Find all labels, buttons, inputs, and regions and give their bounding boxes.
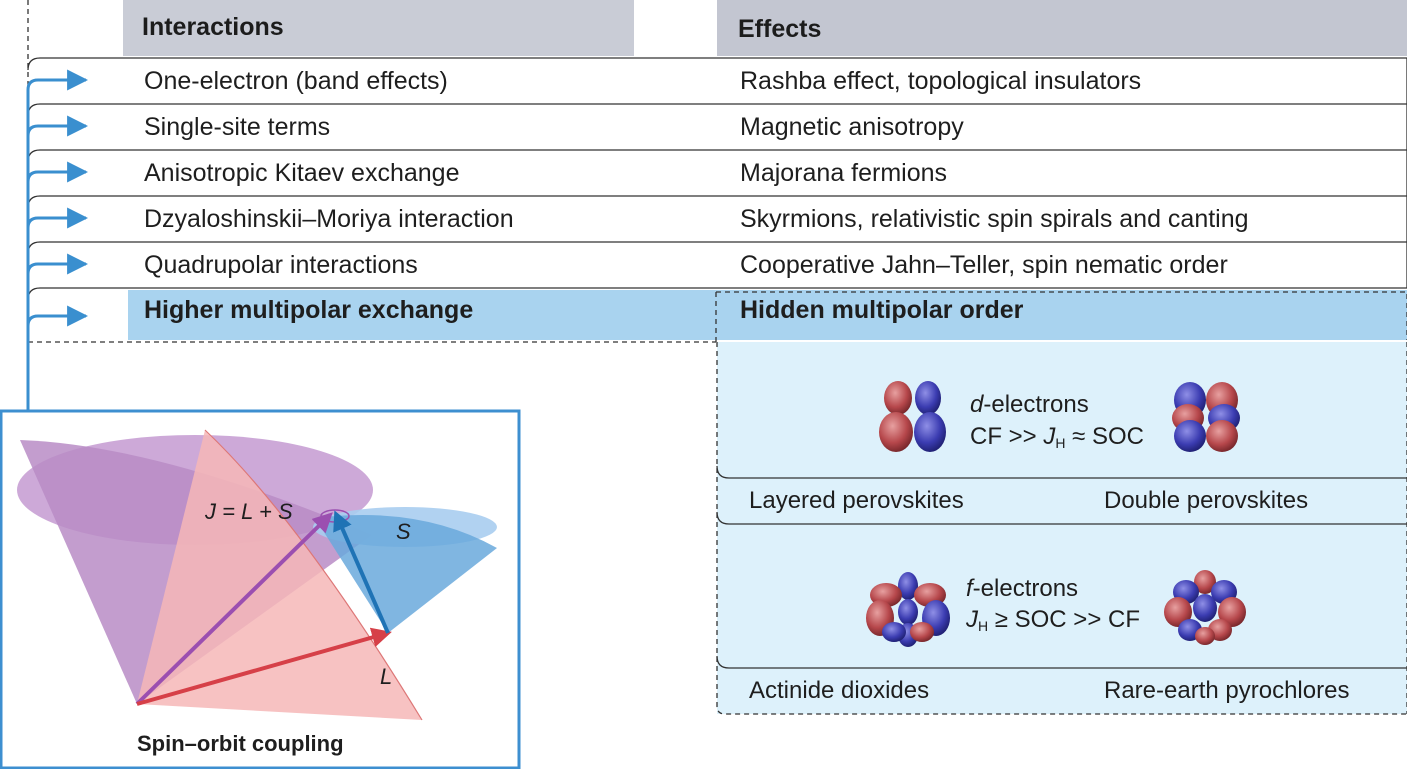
interaction-cell: Dzyaloshinskii–Moriya interaction	[144, 205, 514, 233]
effect-cell: Magnetic anisotropy	[740, 113, 964, 141]
f-orbital-left-icon	[866, 572, 950, 647]
interaction-cell: Quadrupolar interactions	[144, 251, 418, 279]
f-electrons-relation: JH ≥ SOC >> CF	[966, 606, 1140, 634]
d-electrons-title: d-electrons	[970, 391, 1089, 418]
d-orbital-right-icon	[1172, 382, 1240, 452]
effect-cell: Rashba effect, topological insulators	[740, 67, 1142, 95]
s-vector-label: S	[396, 519, 411, 544]
effect-cell: Cooperative Jahn–Teller, spin nematic or…	[740, 251, 1228, 279]
d-example-right: Double perovskites	[1104, 487, 1309, 514]
effect-cell: Majorana fermions	[740, 159, 948, 187]
f-orbital-right-icon	[1164, 570, 1246, 645]
interaction-cell: Anisotropic Kitaev exchange	[144, 159, 460, 187]
d-orbital-left-icon	[879, 381, 946, 452]
interaction-cell-highlight: Higher multipolar exchange	[144, 296, 474, 324]
d-electrons-relation: CF >> JH ≈ SOC	[970, 423, 1144, 451]
f-electrons-title: f-electrons	[966, 575, 1079, 602]
spin-orbit-caption: Spin–orbit coupling	[137, 731, 344, 756]
effect-cell: Skyrmions, relativistic spin spirals and…	[740, 205, 1249, 233]
f-example-left: Actinide dioxides	[749, 677, 930, 704]
f-example-right: Rare-earth pyrochlores	[1104, 677, 1350, 704]
interaction-cell: One-electron (band effects)	[144, 67, 448, 95]
effects-header: Effects	[738, 15, 822, 43]
d-example-left: Layered perovskites	[749, 487, 964, 514]
interactions-header: Interactions	[142, 13, 284, 41]
l-vector-label: L	[380, 664, 393, 689]
j-vector-label: J = L + S	[205, 499, 293, 524]
interaction-cell: Single-site terms	[144, 113, 331, 141]
effect-cell-highlight: Hidden multipolar order	[740, 296, 1024, 324]
